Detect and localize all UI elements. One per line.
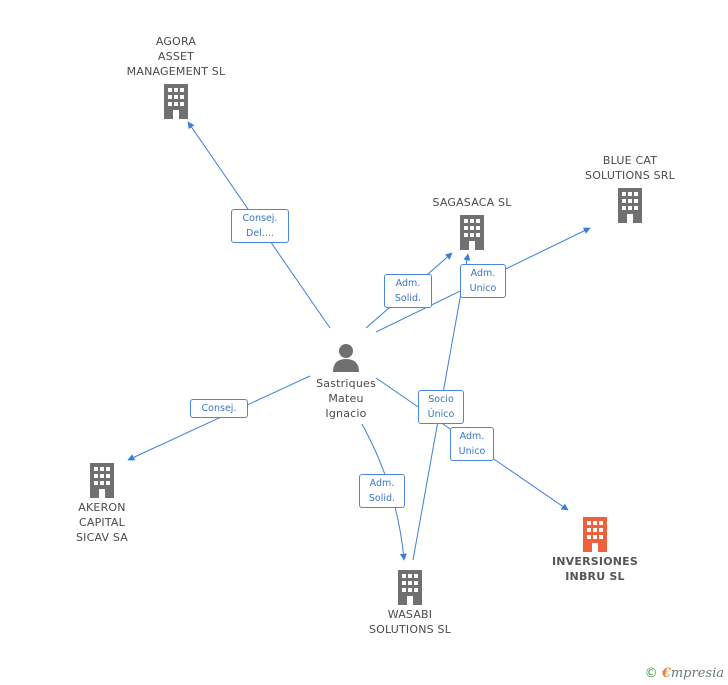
node-wasabi[interactable]: WASABI SOLUTIONS SL [352, 569, 468, 637]
edge-label-wasabi-to-sagasaca[interactable]: Socio Único [418, 390, 464, 424]
node-label-agora: AGORA ASSET MANAGEMENT SL [126, 35, 226, 78]
node-label-sagasaca: SAGASACA SL [432, 196, 512, 209]
building-icon [460, 215, 484, 250]
node-person[interactable]: Sastriques Mateu Ignacio [296, 342, 396, 421]
node-label-wasabi: WASABI SOLUTIONS SL [368, 608, 452, 636]
empresia-watermark: © €mpresia [645, 666, 724, 681]
edge-label-to-sagasaca[interactable]: Adm. Solid. [384, 274, 432, 308]
node-sagasaca[interactable]: SAGASACA SL [414, 195, 530, 250]
building-icon [583, 517, 607, 552]
edge-label-to-inversiones[interactable]: Adm. Unico [450, 427, 494, 461]
edge-line-to-akeron [127, 375, 311, 461]
person-icon [333, 344, 359, 372]
node-label-person: Sastriques Mateu Ignacio [316, 377, 376, 420]
building-icon [90, 463, 114, 498]
empresia-logo: €mpresia [661, 666, 724, 681]
edge-label-to-wasabi[interactable]: Adm. Solid. [359, 474, 405, 508]
building-icon [618, 188, 642, 223]
edge-label-to-bluecat[interactable]: Adm. Unico [460, 264, 506, 298]
node-label-inversiones: INVERSIONES INBRU SL [551, 555, 638, 583]
building-icon [398, 570, 422, 605]
edge-label-to-akeron[interactable]: Consej. [190, 399, 248, 418]
building-icon [164, 84, 188, 119]
node-label-akeron: AKERON CAPITAL SICAV SA [75, 501, 129, 544]
copyright-symbol: © [644, 666, 658, 681]
edge-label-to-agora[interactable]: Consej. Del.... [231, 209, 289, 243]
node-bluecat[interactable]: BLUE CAT SOLUTIONS SRL [572, 153, 688, 223]
node-agora[interactable]: AGORA ASSET MANAGEMENT SL [118, 34, 234, 119]
node-inversiones[interactable]: INVERSIONES INBRU SL [537, 516, 653, 584]
node-label-bluecat: BLUE CAT SOLUTIONS SRL [585, 154, 675, 182]
node-akeron[interactable]: AKERON CAPITAL SICAV SA [52, 462, 152, 545]
